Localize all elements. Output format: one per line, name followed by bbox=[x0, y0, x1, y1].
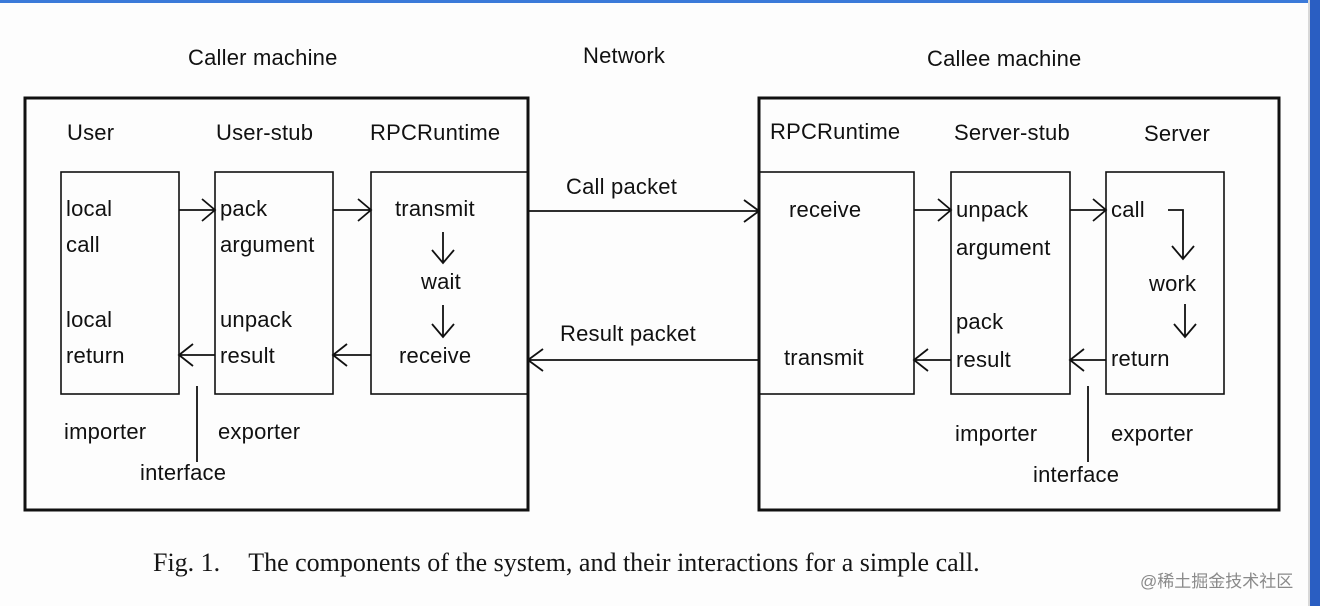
user-local-call-1: local bbox=[66, 196, 113, 221]
server-stub-unpack: unpack bbox=[956, 197, 1029, 222]
callee-runtime-box bbox=[758, 171, 915, 395]
server-stub-result: result bbox=[956, 347, 1011, 372]
callee-interface-label: interface bbox=[1033, 462, 1120, 487]
caller-runtime-transmit: transmit bbox=[395, 196, 475, 221]
arrow-server-to-server-stub bbox=[1068, 348, 1106, 372]
stub-result: result bbox=[220, 343, 275, 368]
callee-runtime-transmit: transmit bbox=[784, 345, 864, 370]
arrow-runtime-to-server-stub bbox=[914, 198, 953, 222]
callee-importer-label: importer bbox=[955, 421, 1038, 446]
caller-exporter-label: exporter bbox=[218, 419, 301, 444]
callee-exporter-label: exporter bbox=[1111, 421, 1194, 446]
server-stub-box bbox=[950, 171, 1071, 395]
result-packet-label: Result packet bbox=[560, 321, 696, 346]
server-return: return bbox=[1111, 346, 1170, 371]
server-label: Server bbox=[1144, 121, 1210, 146]
figure-number: Fig. 1. bbox=[153, 548, 221, 577]
caller-runtime-wait: wait bbox=[421, 269, 461, 294]
arrow-work-to-return bbox=[1173, 304, 1197, 339]
caller-runtime-receive: receive bbox=[399, 343, 472, 368]
caller-machine-box bbox=[23, 96, 530, 512]
arrow-user-to-stub bbox=[179, 198, 217, 222]
user-stub-box bbox=[214, 171, 334, 395]
server-stub-argument: argument bbox=[956, 235, 1051, 260]
arrow-server-stub-to-runtime bbox=[912, 348, 951, 372]
server-stub-pack: pack bbox=[956, 309, 1004, 334]
window-top-strip bbox=[0, 0, 1320, 3]
network-header: Network bbox=[583, 43, 666, 68]
callee-machine-box bbox=[757, 96, 1281, 512]
result-packet-arrow bbox=[526, 348, 759, 372]
user-box bbox=[60, 171, 180, 395]
arrow-wait-to-receive bbox=[431, 305, 455, 339]
caller-importer-label: importer bbox=[64, 419, 147, 444]
user-local-call-2: call bbox=[66, 232, 100, 257]
stub-unpack: unpack bbox=[220, 307, 293, 332]
call-packet-arrow bbox=[528, 199, 761, 223]
arrow-transmit-to-wait bbox=[431, 232, 455, 265]
caller-runtime-box bbox=[370, 171, 529, 395]
caller-machine-header: Caller machine bbox=[188, 45, 338, 70]
call-packet-label: Call packet bbox=[566, 174, 678, 199]
callee-machine-header: Callee machine bbox=[927, 46, 1082, 71]
user-local-return-1: local bbox=[66, 307, 113, 332]
arrow-call-to-work bbox=[1168, 209, 1195, 261]
arrow-stub-to-user bbox=[177, 343, 215, 367]
server-call: call bbox=[1111, 197, 1145, 222]
caller-interface-label: interface bbox=[140, 460, 227, 485]
stub-pack: pack bbox=[220, 196, 268, 221]
arrow-runtime-to-stub bbox=[331, 343, 371, 367]
server-box bbox=[1105, 171, 1225, 395]
arrow-server-stub-to-server bbox=[1070, 198, 1108, 222]
callee-runtime-receive: receive bbox=[789, 197, 862, 222]
figure-caption: Fig. 1. The components of the system, and… bbox=[153, 548, 980, 578]
arrow-stub-to-runtime bbox=[333, 198, 373, 222]
user-stub-label: User-stub bbox=[216, 120, 314, 145]
stub-argument: argument bbox=[220, 232, 315, 257]
server-stub-label: Server-stub bbox=[954, 120, 1070, 145]
scrollbar-track[interactable] bbox=[1308, 0, 1310, 606]
user-label: User bbox=[67, 120, 115, 145]
window-right-edge bbox=[1310, 0, 1320, 606]
callee-runtime-label: RPCRuntime bbox=[770, 119, 901, 144]
watermark-text: @稀土掘金技术社区 bbox=[1140, 572, 1294, 591]
user-local-return-2: return bbox=[66, 343, 125, 368]
figure-caption-text: The components of the system, and their … bbox=[248, 548, 980, 577]
server-work: work bbox=[1149, 271, 1197, 296]
caller-runtime-label: RPCRuntime bbox=[370, 120, 501, 145]
